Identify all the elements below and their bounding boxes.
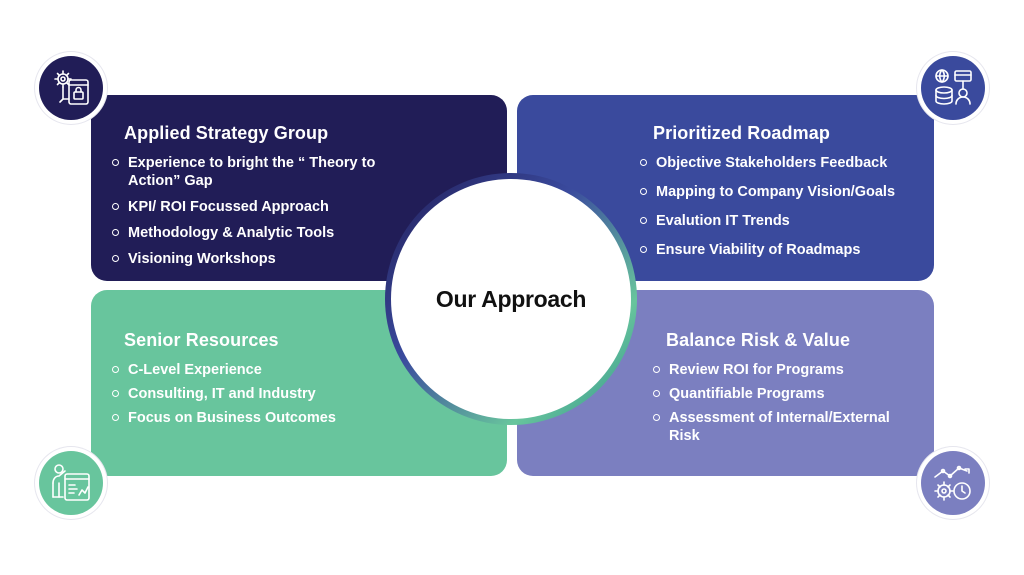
list-item: Methodology & Analytic Tools xyxy=(109,224,399,242)
badge-top-right xyxy=(917,52,989,124)
quadrant-applied-strategy-group: Applied Strategy Group Experience to bri… xyxy=(91,95,507,281)
badge-top-left xyxy=(35,52,107,124)
list-item: Visioning Workshops xyxy=(109,250,399,268)
presenter-dashboard-icon xyxy=(52,464,90,501)
list-item: Quantifiable Programs xyxy=(650,385,920,403)
quadrant-title: Senior Resources xyxy=(124,330,279,350)
gear-lock-icon xyxy=(54,70,89,105)
quadrant-list: Objective Stakeholders Feedback Mapping … xyxy=(637,154,927,270)
badge-bottom-left xyxy=(35,447,107,519)
network-database-icon xyxy=(935,69,972,105)
list-item: Consulting, IT and Industry xyxy=(109,385,399,403)
center-inner: Our Approach xyxy=(391,179,631,419)
center-title: Our Approach xyxy=(435,285,587,312)
quadrant-list: Review ROI for Programs Quantifiable Pro… xyxy=(650,361,920,451)
list-item: Mapping to Company Vision/Goals xyxy=(637,183,927,201)
quadrant-title: Applied Strategy Group xyxy=(124,123,329,143)
badge-bottom-right xyxy=(917,447,989,519)
list-item: Focus on Business Outcomes xyxy=(109,409,399,427)
list-item: KPI/ ROI Focussed Approach xyxy=(109,198,399,216)
chart-gear-clock-icon xyxy=(934,465,971,501)
quadrant-title: Balance Risk & Value xyxy=(666,330,851,350)
quadrant-list: C-Level Experience Consulting, IT and In… xyxy=(109,361,399,433)
list-item: Objective Stakeholders Feedback xyxy=(637,154,927,172)
list-item: Review ROI for Programs xyxy=(650,361,920,379)
quadrant-title: Prioritized Roadmap xyxy=(653,123,830,143)
quadrant-list: Experience to bright the “ Theory to Act… xyxy=(109,154,399,276)
quadrant-prioritized-roadmap: Prioritized Roadmap Objective Stakeholde… xyxy=(517,95,934,281)
list-item: C-Level Experience xyxy=(109,361,399,379)
list-item: Experience to bright the “ Theory to Act… xyxy=(109,154,399,190)
center-circle: Our Approach xyxy=(385,173,637,425)
list-item: Evalution IT Trends xyxy=(637,212,927,230)
list-item: Assessment of Internal/External Risk xyxy=(650,409,920,445)
list-item: Ensure Viability of Roadmaps xyxy=(637,241,927,259)
